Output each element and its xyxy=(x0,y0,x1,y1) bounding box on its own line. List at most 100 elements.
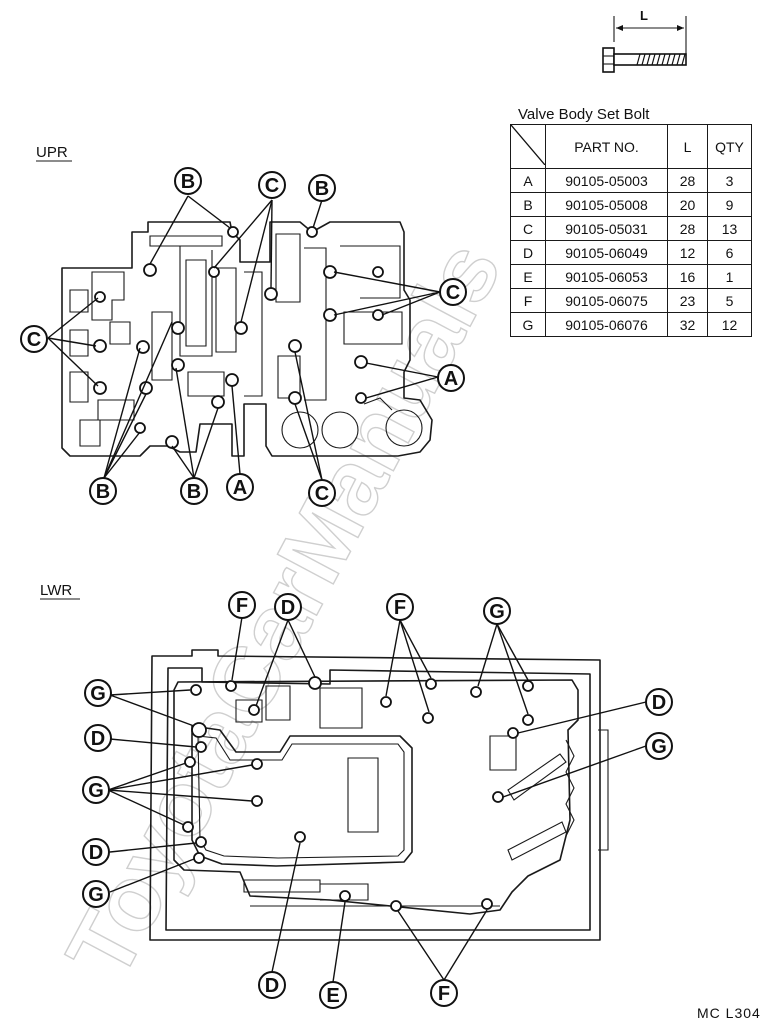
callout-g: G xyxy=(645,732,673,760)
section-label-upr: UPR xyxy=(36,144,68,161)
row-id-cell: D xyxy=(510,240,546,265)
lower-callouts: F D F G G D G D G D G D E F xyxy=(82,591,673,1009)
svg-text:G: G xyxy=(88,884,104,906)
callout-g: G xyxy=(82,880,110,908)
svg-text:G: G xyxy=(489,601,505,623)
qty-cell: 5 xyxy=(707,288,752,313)
qty-cell: 1 xyxy=(707,264,752,289)
svg-text:B: B xyxy=(96,481,110,503)
length-cell: 23 xyxy=(667,288,708,313)
part-no-cell: 90105-06053 xyxy=(545,264,668,289)
bolt-dimension-illustration xyxy=(602,16,687,73)
svg-text:E: E xyxy=(326,985,339,1007)
row-id-cell: F xyxy=(510,288,546,313)
callout-b: B xyxy=(89,477,117,505)
table-header-row: PART NO. L QTY xyxy=(510,124,752,169)
part-no-cell: 90105-05003 xyxy=(545,168,668,193)
svg-text:G: G xyxy=(90,683,106,705)
svg-text:D: D xyxy=(281,597,295,619)
section-label-lwr: LWR xyxy=(40,582,72,599)
svg-text:F: F xyxy=(438,983,450,1005)
callout-g: G xyxy=(483,597,511,625)
row-id-cell: G xyxy=(510,312,546,337)
callout-e: E xyxy=(319,981,347,1009)
callout-a: A xyxy=(437,364,465,392)
row-id-cell: A xyxy=(510,168,546,193)
qty-cell: 9 xyxy=(707,192,752,217)
qty-cell: 12 xyxy=(707,312,752,337)
callout-c: C xyxy=(308,479,336,507)
svg-text:F: F xyxy=(394,597,406,619)
table-title: Valve Body Set Bolt xyxy=(518,106,650,123)
callout-c: C xyxy=(439,278,467,306)
callout-g: G xyxy=(82,776,110,804)
svg-text:F: F xyxy=(236,595,248,617)
svg-text:A: A xyxy=(444,368,458,390)
callout-f: F xyxy=(228,591,256,619)
callout-d: D xyxy=(645,688,673,716)
svg-text:C: C xyxy=(265,175,279,197)
lower-bolt-markers xyxy=(182,676,534,912)
length-cell: 28 xyxy=(667,168,708,193)
header-qty: QTY xyxy=(707,124,752,169)
length-cell: 12 xyxy=(667,240,708,265)
part-no-cell: 90105-06075 xyxy=(545,288,668,313)
svg-text:B: B xyxy=(187,481,201,503)
upper-callouts: B C B C C A B B A C xyxy=(20,167,467,507)
svg-text:D: D xyxy=(91,728,105,750)
callout-c: C xyxy=(20,325,48,353)
callout-c: C xyxy=(258,171,286,199)
length-cell: 28 xyxy=(667,216,708,241)
upper-leader-lines xyxy=(47,195,441,481)
part-no-cell: 90105-06076 xyxy=(545,312,668,337)
figure-code: MC L304 xyxy=(697,1005,761,1021)
header-l: L xyxy=(667,124,708,169)
callout-a: A xyxy=(226,473,254,501)
part-no-cell: 90105-06049 xyxy=(545,240,668,265)
qty-cell: 3 xyxy=(707,168,752,193)
callout-f: F xyxy=(430,979,458,1007)
callout-g: G xyxy=(84,679,112,707)
qty-cell: 6 xyxy=(707,240,752,265)
length-cell: 16 xyxy=(667,264,708,289)
diagonal-line-icon xyxy=(510,124,546,166)
bolt-length-label: L xyxy=(640,8,648,23)
row-id-cell: E xyxy=(510,264,546,289)
callout-b: B xyxy=(180,477,208,505)
callout-d: D xyxy=(84,724,112,752)
svg-text:D: D xyxy=(652,692,666,714)
svg-text:B: B xyxy=(315,178,329,200)
svg-text:G: G xyxy=(651,736,667,758)
header-part-no: PART NO. xyxy=(545,124,668,169)
svg-text:C: C xyxy=(315,483,329,505)
row-id-cell: C xyxy=(510,216,546,241)
callout-d: D xyxy=(82,838,110,866)
svg-text:C: C xyxy=(446,282,460,304)
lower-leader-lines xyxy=(107,616,647,983)
svg-text:C: C xyxy=(27,329,41,351)
svg-text:G: G xyxy=(88,780,104,802)
svg-text:D: D xyxy=(265,975,279,997)
row-id-cell: B xyxy=(510,192,546,217)
callout-d: D xyxy=(258,971,286,999)
qty-cell: 13 xyxy=(707,216,752,241)
callout-b: B xyxy=(174,167,202,195)
part-no-cell: 90105-05008 xyxy=(545,192,668,217)
svg-text:A: A xyxy=(233,477,247,499)
length-cell: 20 xyxy=(667,192,708,217)
callout-f: F xyxy=(386,593,414,621)
callout-b: B xyxy=(308,174,336,202)
svg-text:B: B xyxy=(181,171,195,193)
svg-text:D: D xyxy=(89,842,103,864)
part-no-cell: 90105-05031 xyxy=(545,216,668,241)
table-corner-cell xyxy=(510,124,546,169)
